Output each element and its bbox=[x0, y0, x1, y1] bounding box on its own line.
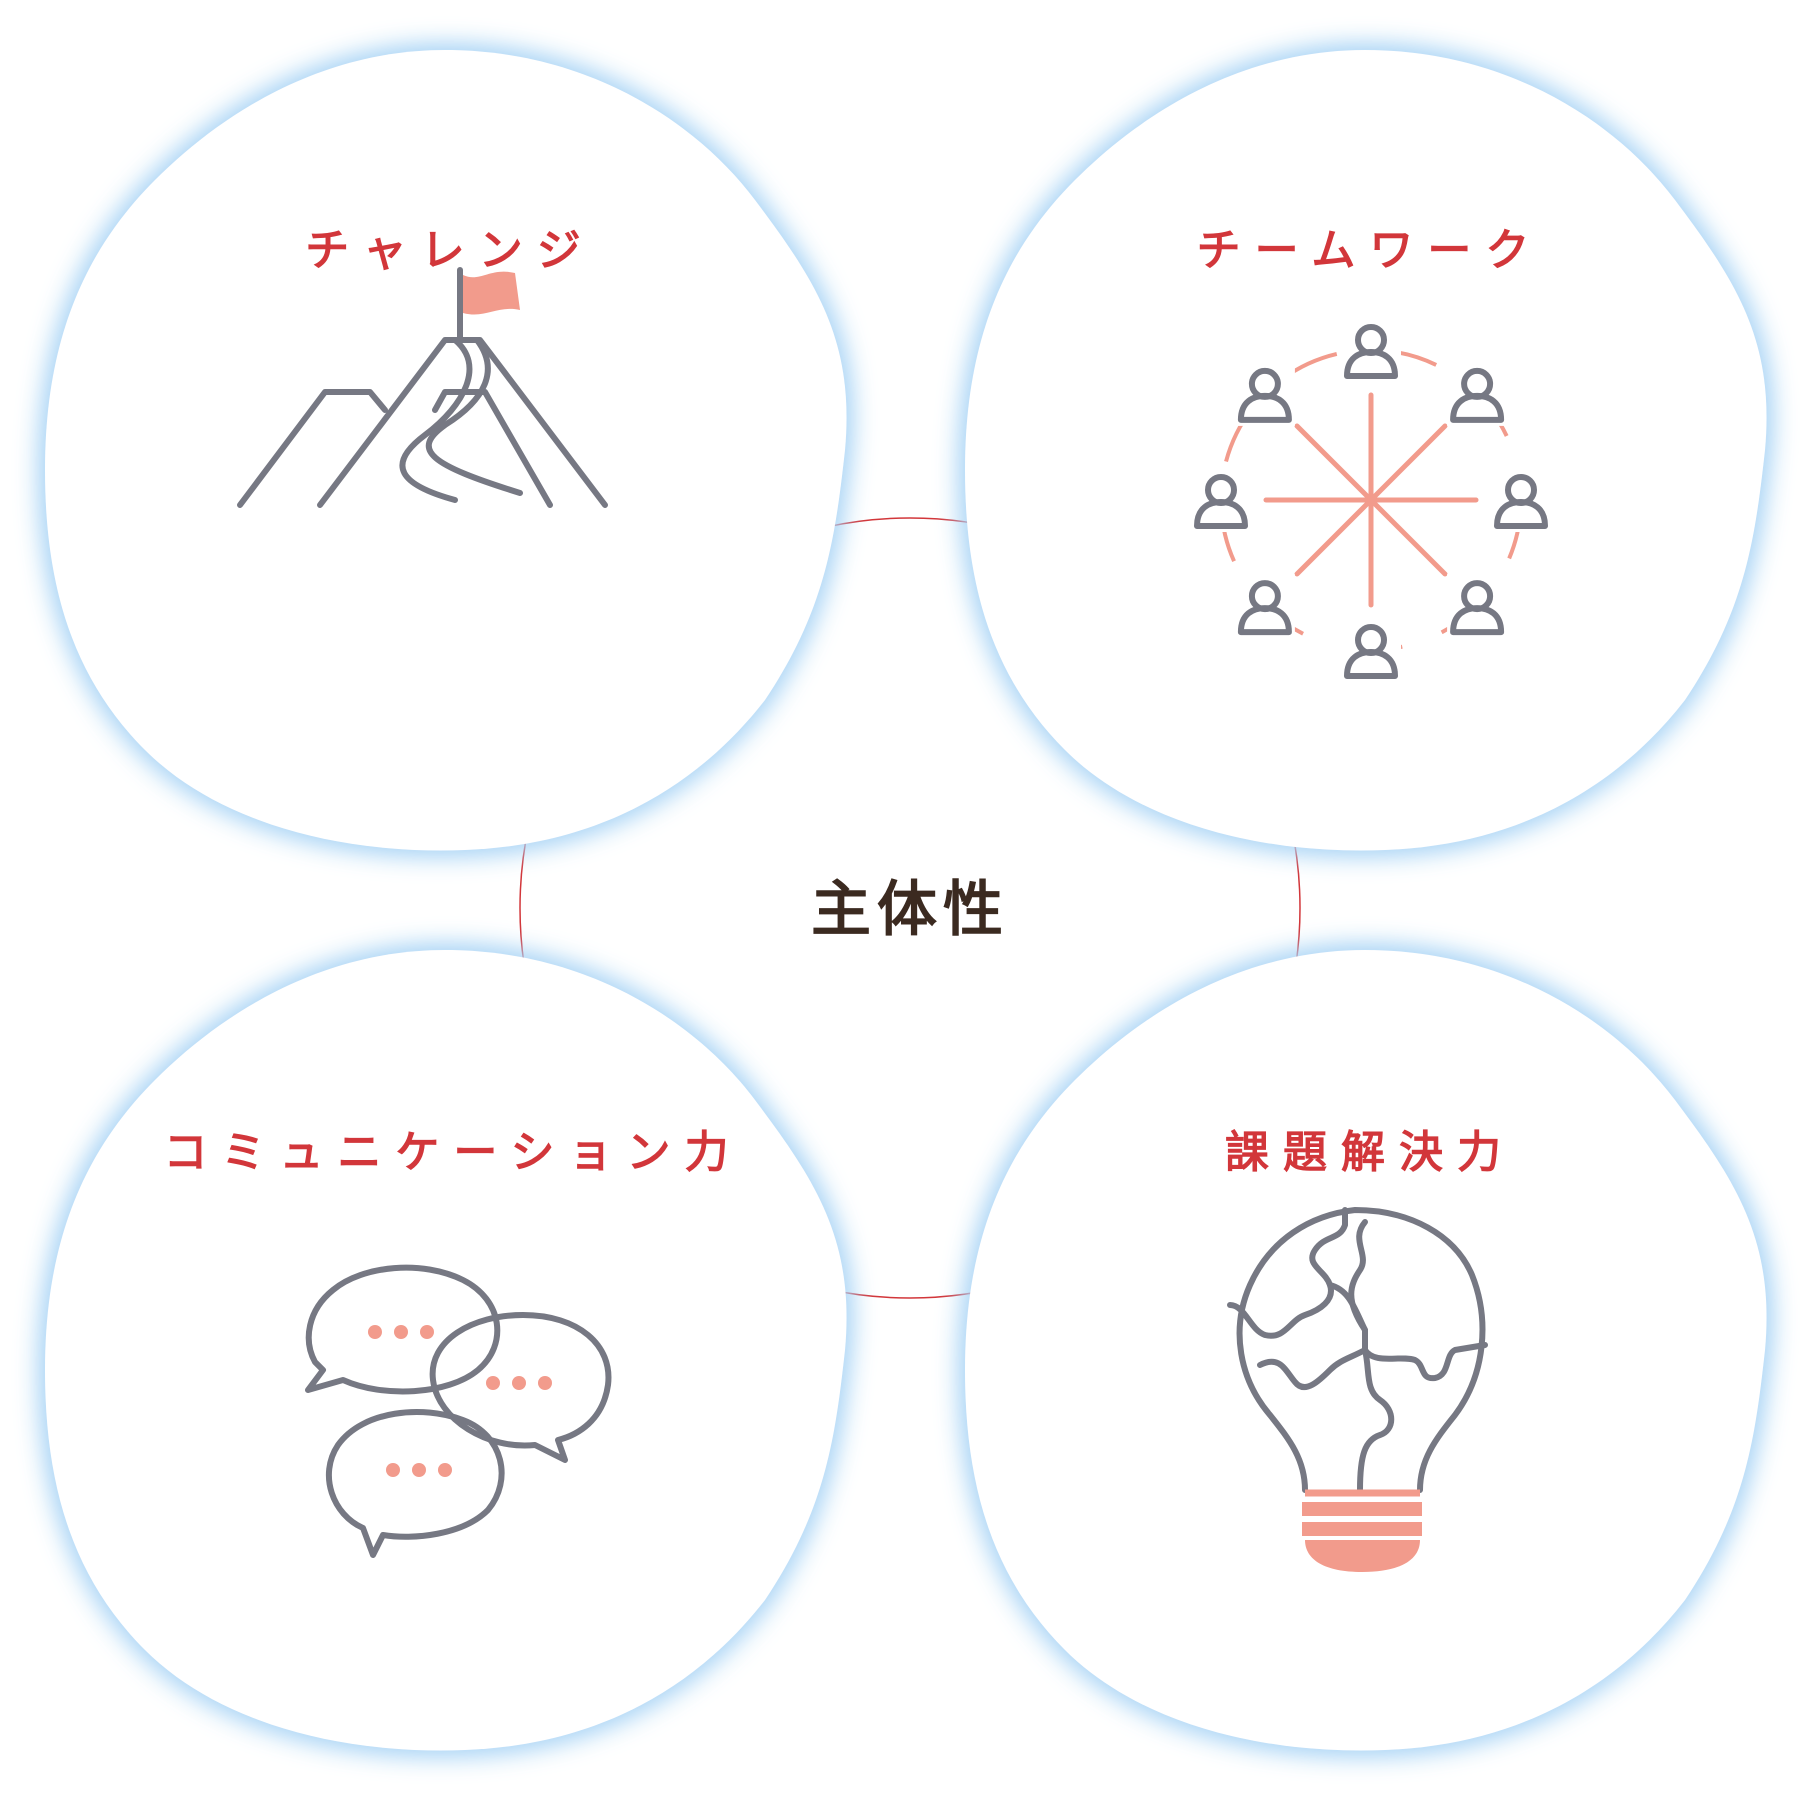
person-icon bbox=[1234, 361, 1295, 426]
person-icon bbox=[1191, 468, 1251, 532]
person-icon bbox=[1447, 574, 1508, 639]
blob-communication: コミュニケーション力 bbox=[45, 950, 847, 1751]
mountain-flag-icon bbox=[237, 267, 608, 508]
blob-challenge: チャレンジ bbox=[45, 50, 847, 851]
person-icon bbox=[1491, 468, 1551, 532]
challenge-label: チャレンジ bbox=[305, 225, 595, 276]
team-circle-icon bbox=[1191, 318, 1551, 682]
puzzle-bulb-icon bbox=[1227, 1207, 1488, 1572]
communication-label: コミュニケーション力 bbox=[163, 1127, 742, 1178]
teamwork-label: チームワーク bbox=[1197, 225, 1544, 276]
center-label: 主体性 bbox=[811, 875, 1009, 945]
person-icon bbox=[1341, 618, 1401, 682]
connector-ring bbox=[519, 517, 1301, 1299]
blob-problem-solving: 課題解決力 bbox=[965, 950, 1767, 1751]
person-icon bbox=[1341, 318, 1401, 382]
person-icon bbox=[1234, 574, 1295, 639]
speech-bubbles-icon bbox=[305, 1264, 612, 1558]
person-icon bbox=[1447, 361, 1508, 426]
person-icons bbox=[1191, 318, 1551, 682]
blob-teamwork: チームワーク bbox=[965, 50, 1767, 851]
problem-solving-label: 課題解決力 bbox=[1225, 1127, 1515, 1178]
